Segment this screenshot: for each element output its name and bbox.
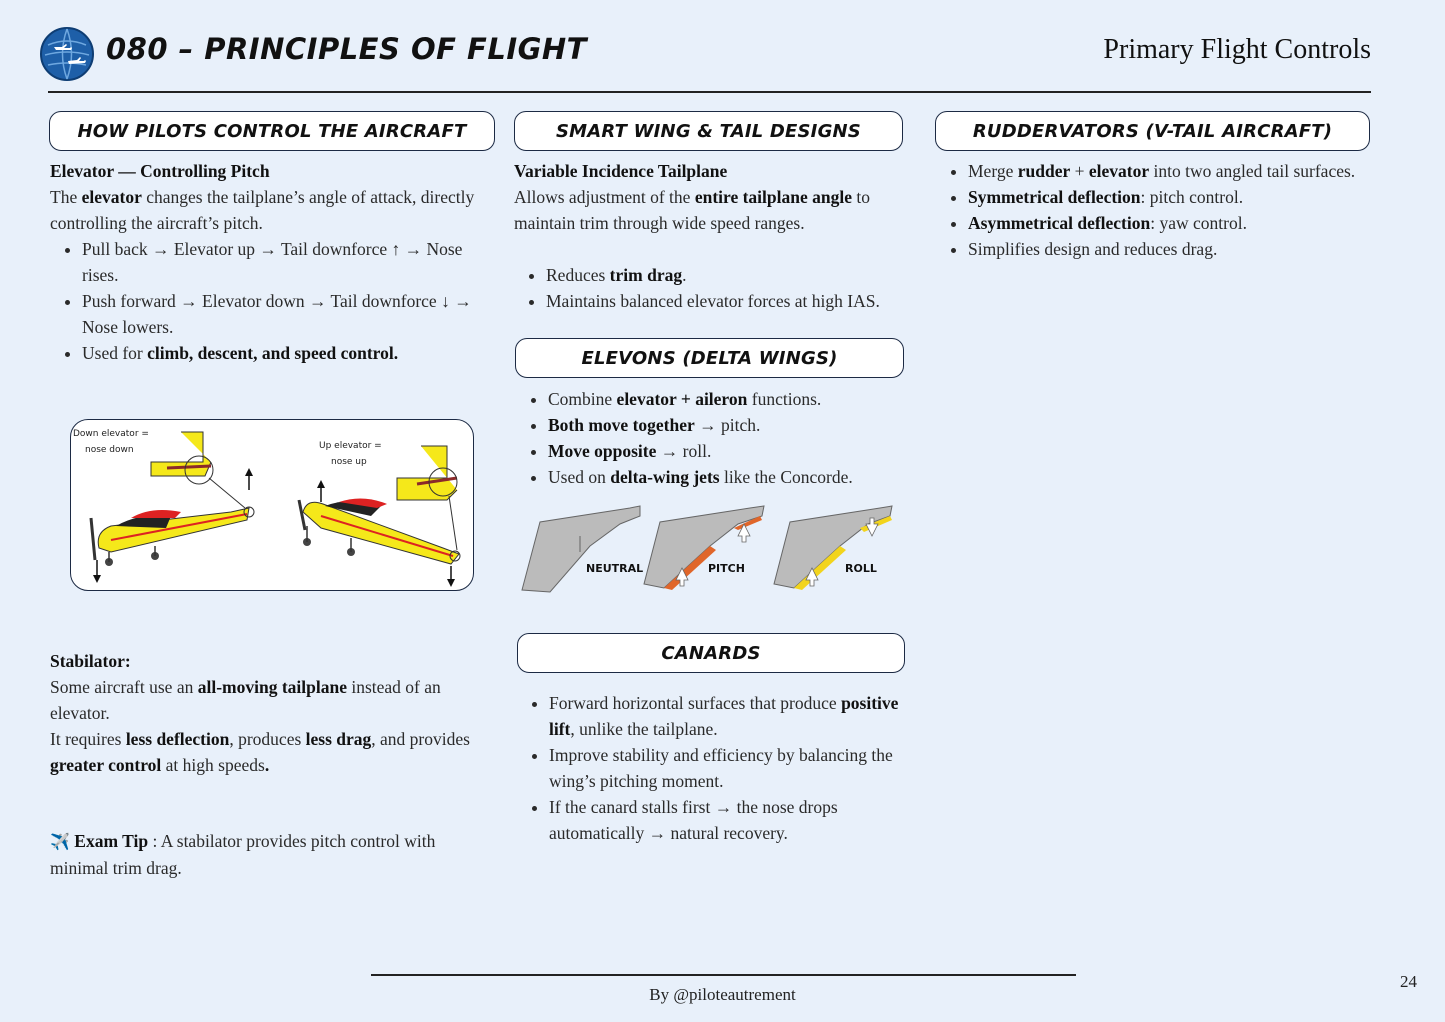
label-up-elevator: Up elevator = <box>319 441 382 451</box>
document-title: 080 – Principles of Flight <box>106 32 587 66</box>
globe-airplane-icon <box>40 27 94 81</box>
airplane-emoji-icon: ✈️ <box>50 832 70 851</box>
label-nose-down: nose down <box>85 445 134 455</box>
elevator-section: Elevator — Controlling Pitch The elevato… <box>50 158 495 366</box>
elevons-section: Combine elevator + aileron functions. Bo… <box>516 386 908 490</box>
list-item: Maintains balanced elevator forces at hi… <box>546 288 906 314</box>
footer-author: By @piloteautrement <box>649 985 796 1004</box>
stabilator-line-2: It requires less deflection, produces le… <box>50 729 470 775</box>
canards-section: Forward horizontal surfaces that produce… <box>517 690 909 846</box>
label-neutral: NEUTRAL <box>586 562 643 575</box>
section-heading-canards: Canards <box>517 633 905 673</box>
delta-wing-roll: ROLL <box>773 505 893 590</box>
label-pitch: PITCH <box>708 562 745 575</box>
delta-wing-neutral: NEUTRAL <box>521 505 643 593</box>
footer-divider <box>371 974 1076 976</box>
vit-bullets: Reduces trim drag. Maintains balanced el… <box>514 262 906 314</box>
header-divider <box>48 91 1371 93</box>
list-item: Used for climb, descent, and speed contr… <box>82 340 495 366</box>
section-heading-smart-designs: Smart Wing & Tail Designs <box>514 111 903 151</box>
elevator-intro: The elevator changes the tailplane’s ang… <box>50 187 475 233</box>
section-heading-ruddervators: Ruddervators (V-Tail Aircraft) <box>935 111 1370 151</box>
ruddervator-bullets: Merge rudder + elevator into two angled … <box>936 158 1376 262</box>
elevator-title: Elevator — Controlling Pitch <box>50 161 270 181</box>
list-item: Forward horizontal surfaces that produce… <box>549 690 909 742</box>
list-item: Used on delta-wing jets like the Concord… <box>548 464 908 490</box>
exam-tip-text: : A stabilator provides pitch control wi… <box>50 831 436 878</box>
variable-incidence-section: Variable Incidence Tailplane Allows adju… <box>514 158 906 314</box>
label-down-elevator: Down elevator = <box>73 429 149 439</box>
elevator-diagram: Down elevator = nose down Up elevator = … <box>73 429 461 587</box>
list-item: Both move together → pitch. <box>548 412 908 438</box>
list-item: Symmetrical deflection: pitch control. <box>968 184 1376 210</box>
elevon-diagram: NEUTRAL PITCH ROLL <box>521 505 893 593</box>
list-item: Pull back → Elevator up → Tail downforce… <box>82 236 495 288</box>
section-heading-pilot-control: How Pilots Control the Aircraft <box>49 111 495 151</box>
section-heading-elevons: Elevons (Delta Wings) <box>515 338 904 378</box>
stabilator-section: Stabilator: Some aircraft use an all-mov… <box>50 648 495 778</box>
delta-wing-pitch: PITCH <box>643 505 765 590</box>
elevator-figure: Down elevator = nose down Up elevator = … <box>70 419 474 591</box>
list-item: Move opposite → roll. <box>548 438 908 464</box>
vit-description: Allows adjustment of the entire tailplan… <box>514 187 870 233</box>
page-number: 24 <box>1400 972 1417 991</box>
list-item: Reduces trim drag. <box>546 262 906 288</box>
canards-bullets: Forward horizontal surfaces that produce… <box>517 690 909 846</box>
elevator-bullets: Pull back → Elevator up → Tail downforce… <box>50 236 495 366</box>
ruddervators-section: Merge rudder + elevator into two angled … <box>936 158 1376 262</box>
list-item: Combine elevator + aileron functions. <box>548 386 908 412</box>
plane-nose-down: Down elevator = nose down <box>73 429 255 583</box>
exam-tip: ✈️ Exam Tip : A stabilator provides pitc… <box>50 828 495 881</box>
list-item: Improve stability and efficiency by bala… <box>549 742 909 794</box>
plane-nose-up: Up elevator = nose up <box>297 441 461 587</box>
label-nose-up: nose up <box>331 457 367 467</box>
exam-tip-label: Exam Tip <box>74 831 149 851</box>
list-item: Push forward → Elevator down → Tail down… <box>82 288 495 340</box>
list-item: Merge rudder + elevator into two angled … <box>968 158 1376 184</box>
list-item: Simplifies design and reduces drag. <box>968 236 1376 262</box>
list-item: If the canard stalls first → the nose dr… <box>549 794 909 846</box>
vit-title: Variable Incidence Tailplane <box>514 161 728 181</box>
chapter-title: Primary Flight Controls <box>1103 34 1371 65</box>
elevons-bullets: Combine elevator + aileron functions. Bo… <box>516 386 908 490</box>
stabilator-line-1: Some aircraft use an all-moving tailplan… <box>50 677 441 723</box>
list-item: Asymmetrical deflection: yaw control. <box>968 210 1376 236</box>
stabilator-title: Stabilator: <box>50 651 131 671</box>
label-roll: ROLL <box>845 562 877 575</box>
